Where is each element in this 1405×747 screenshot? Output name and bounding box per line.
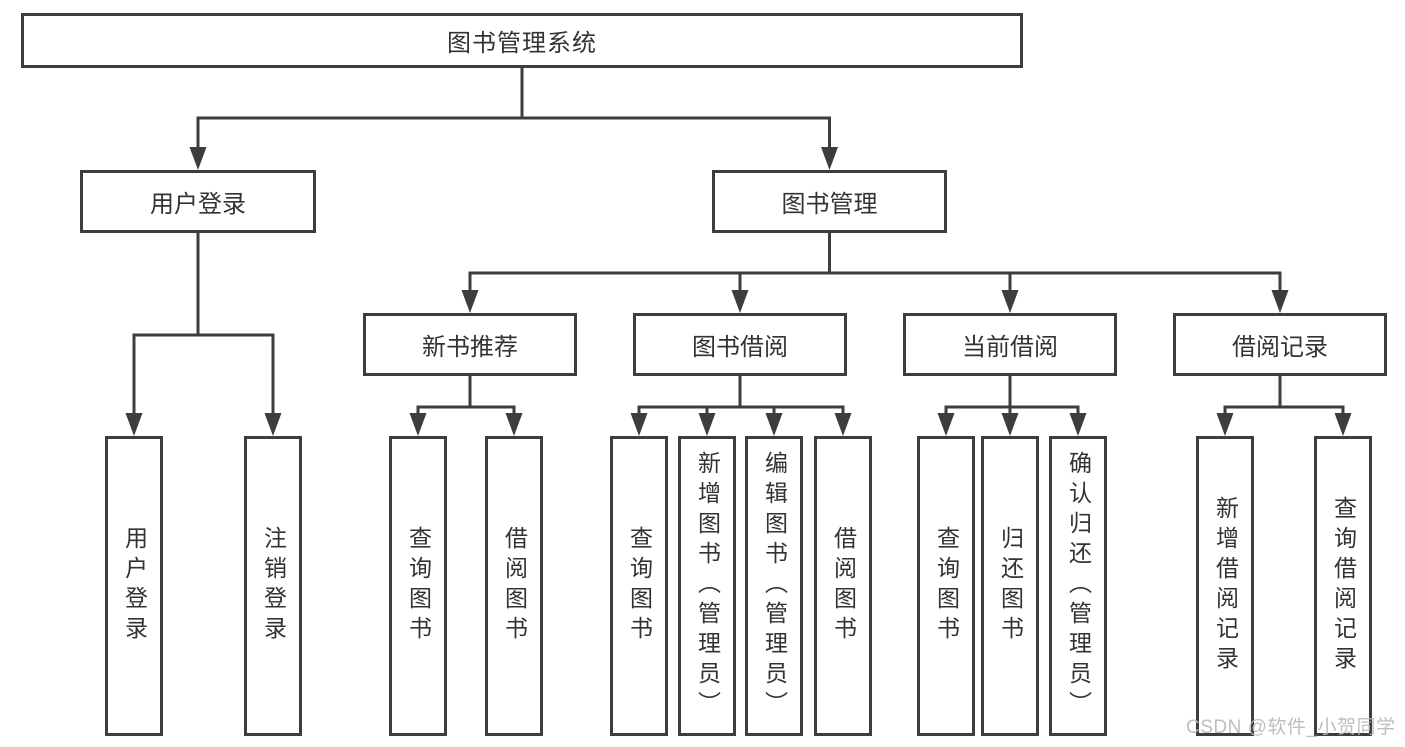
node-label: 借阅图书 (501, 526, 528, 646)
node-bb-borrow: 借阅图书 (814, 436, 872, 736)
node-label: 确认归还（管理员） (1065, 451, 1092, 721)
node-root: 图书管理系统 (21, 13, 1023, 68)
node-label: 查询借阅记录 (1330, 496, 1357, 676)
node-label: 查询图书 (626, 526, 653, 646)
node-logout: 注销登录 (244, 436, 302, 736)
node-book-borrow: 图书借阅 (633, 313, 847, 376)
node-label: 归还图书 (997, 526, 1024, 646)
node-bb-add: 新增图书（管理员） (678, 436, 736, 736)
node-nbr-borrow: 借阅图书 (485, 436, 543, 736)
node-label: 编辑图书（管理员） (761, 451, 788, 721)
node-bb-query: 查询图书 (610, 436, 668, 736)
node-label: 图书借阅 (692, 334, 788, 361)
node-label: 用户登录 (150, 191, 246, 218)
node-borrow-records: 借阅记录 (1173, 313, 1387, 376)
node-bb-edit: 编辑图书（管理员） (745, 436, 803, 736)
node-cb-query: 查询图书 (917, 436, 975, 736)
node-user-login: 用户登录 (80, 170, 316, 233)
node-label: 图书管理系统 (447, 30, 597, 57)
node-br-add: 新增借阅记录 (1196, 436, 1254, 736)
node-label: 借阅记录 (1232, 334, 1328, 361)
node-label: 借阅图书 (830, 526, 857, 646)
node-label: 查询图书 (933, 526, 960, 646)
node-nbr-query: 查询图书 (389, 436, 447, 736)
node-label: 新增图书（管理员） (694, 451, 721, 721)
node-label: 注销登录 (260, 526, 287, 646)
node-book-mgmt: 图书管理 (712, 170, 947, 233)
node-label: 查询图书 (405, 526, 432, 646)
node-user-login-v: 用户登录 (105, 436, 163, 736)
node-label: 图书管理 (781, 191, 878, 218)
node-label: 新增借阅记录 (1212, 496, 1239, 676)
node-cb-return: 归还图书 (981, 436, 1039, 736)
watermark: CSDN @软件_小贺同学 (1186, 717, 1396, 738)
node-current-borrow: 当前借阅 (903, 313, 1117, 376)
node-label: 新书推荐 (422, 334, 518, 361)
node-new-book-rec: 新书推荐 (363, 313, 577, 376)
node-label: 用户登录 (121, 526, 148, 646)
node-cb-confirm: 确认归还（管理员） (1049, 436, 1107, 736)
node-br-query: 查询借阅记录 (1314, 436, 1372, 736)
node-label: 当前借阅 (962, 334, 1058, 361)
